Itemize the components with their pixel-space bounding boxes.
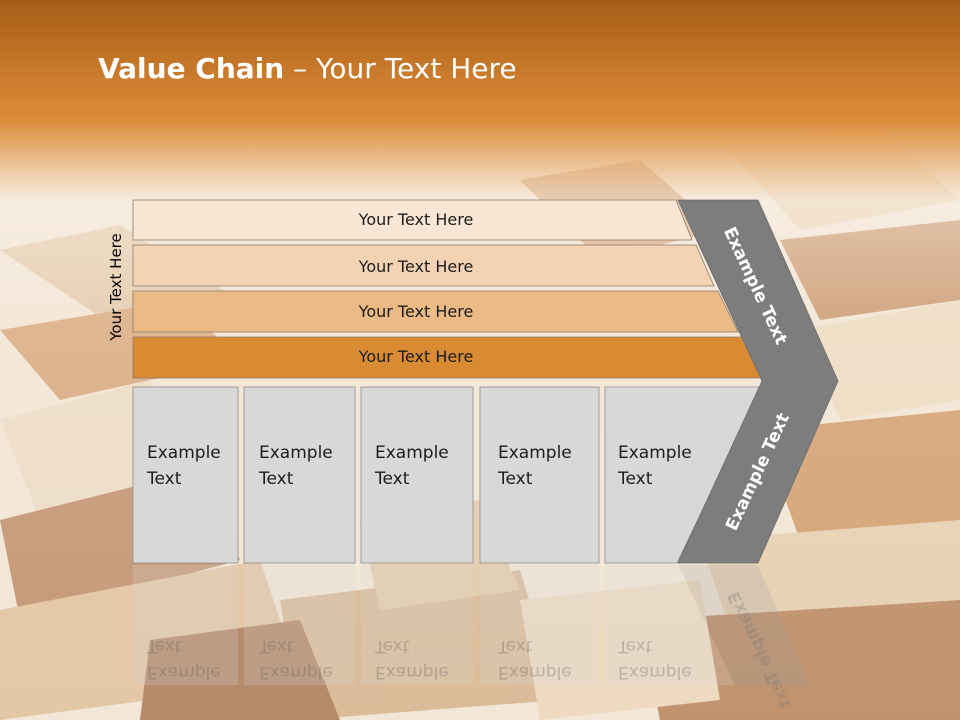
box-5-line-2-reflection: Text (618, 636, 653, 656)
box-4-line-1-reflection: Example (498, 662, 572, 682)
box-5-reflection (605, 565, 735, 685)
title-band (0, 0, 960, 200)
bar-1-label: Your Text Here (358, 210, 474, 229)
bar-3-label: Your Text Here (358, 302, 474, 321)
box-5-label-reflection: Example Text (618, 633, 713, 685)
box-1-line-1-reflection: Example (147, 662, 221, 682)
box-1-reflection (133, 565, 238, 685)
box-2-line-1-reflection: Example (259, 662, 333, 682)
box-2-line-1: Example (259, 443, 333, 463)
box-4-line-1: Example (498, 443, 572, 463)
box-5-line-1: Example (618, 443, 692, 463)
box-2-reflection (244, 565, 355, 685)
title-rest: – Your Text Here (284, 52, 517, 85)
slide-title: Value Chain – Your Text Here (98, 52, 517, 85)
box-2-label-reflection: Example Text (259, 633, 354, 685)
bar-2-shape (132, 244, 715, 287)
box-5-line-1-reflection: Example (618, 662, 692, 682)
box-3-line-1: Example (375, 443, 449, 463)
box-3-line-1-reflection: Example (375, 662, 449, 682)
box-1-line-1: Example (147, 443, 221, 463)
box-3-label-reflection: Example Text (375, 633, 470, 685)
box-1-shape (132, 386, 239, 564)
bar-4-label: Your Text Here (358, 347, 474, 366)
box-2-shape (243, 386, 356, 564)
box-5-shape (604, 386, 763, 564)
box-3-reflection (361, 565, 473, 685)
box-4-line-2: Text (498, 469, 533, 489)
box-3-shape (360, 386, 474, 564)
box-4-label-reflection: Example Text (498, 633, 593, 685)
box-3-line-2-reflection: Text (375, 636, 410, 656)
box-1-line-2: Text (147, 469, 182, 489)
box-4-line-2-reflection: Text (498, 636, 533, 656)
box-4-reflection (480, 565, 599, 685)
title-bold: Value Chain (98, 52, 285, 85)
box-1-line-2-reflection: Text (147, 636, 182, 656)
bar-3-shape (132, 290, 739, 333)
bar-1-shape (132, 199, 693, 241)
box-1-label-reflection: Example Text (147, 633, 242, 685)
reflection-group (133, 565, 810, 685)
box-4-shape (479, 386, 600, 564)
box-2-line-2-reflection: Text (259, 636, 294, 656)
chevron-shape (677, 199, 839, 564)
box-2-line-2: Text (259, 469, 294, 489)
bar-2-label: Your Text Here (358, 257, 474, 276)
box-5-line-2: Text (618, 469, 653, 489)
box-3-line-2: Text (375, 469, 410, 489)
chevron-reflection (678, 565, 810, 685)
